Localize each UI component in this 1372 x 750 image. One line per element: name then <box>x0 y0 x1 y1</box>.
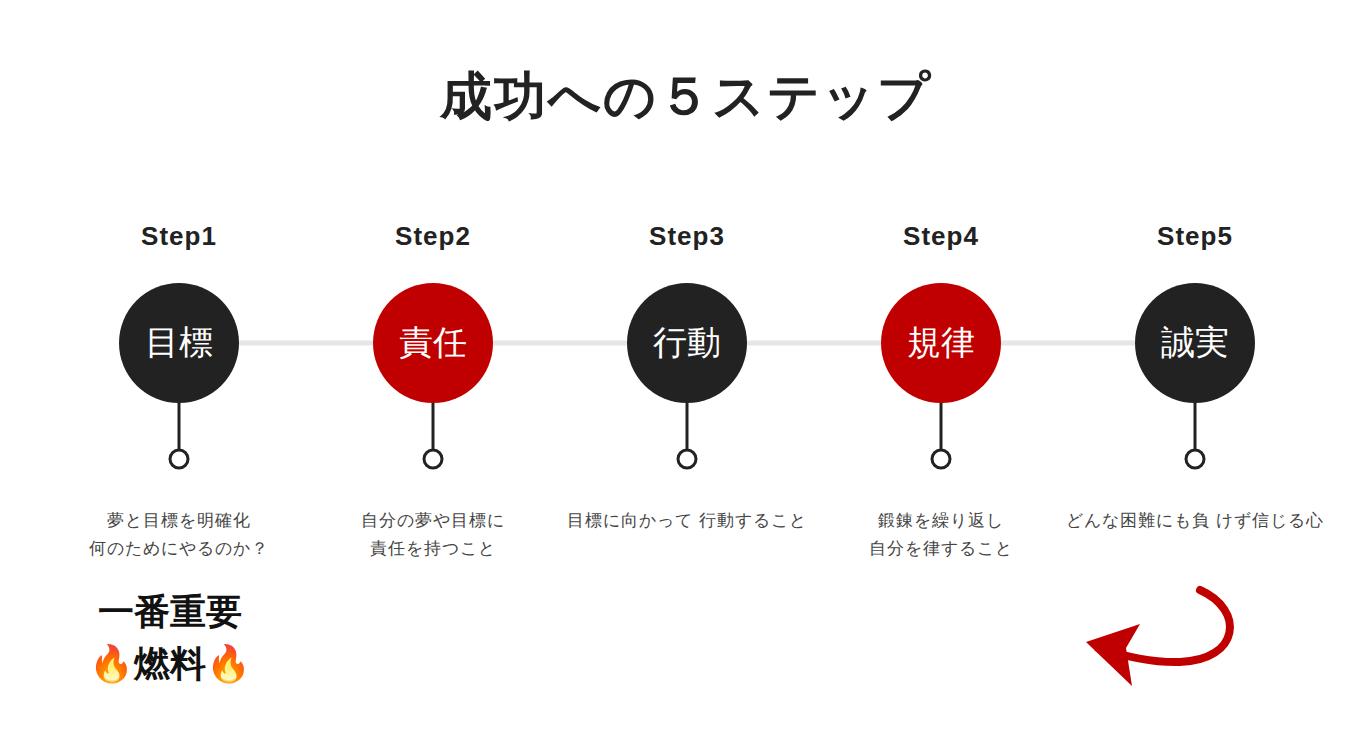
step-heading: Step2 <box>313 221 553 252</box>
step-name: 責任 <box>399 320 467 366</box>
step-heading: Step4 <box>821 221 1061 252</box>
stem-line <box>178 403 181 450</box>
step-name: 行動 <box>653 320 721 366</box>
step-description: 鍛錬を繰り返し 自分を律すること <box>811 506 1071 562</box>
step-name: 目標 <box>145 320 213 366</box>
step-circle: Step4規律鍛錬を繰り返し 自分を律すること <box>881 283 1001 403</box>
step-circle: Step1目標夢と目標を明確化 何のためにやるのか？ <box>119 283 239 403</box>
step-description: 目標に向かって 行動すること <box>557 506 817 534</box>
note-label: 一番重要 <box>98 588 242 637</box>
stem-dot <box>678 450 696 468</box>
timeline-line <box>1001 341 1135 346</box>
step-circle: Step3行動目標に向かって 行動すること <box>627 283 747 403</box>
step-description: どんな困難にも負 けず信じる心 <box>1065 506 1325 534</box>
diagram-title: 成功への５ステップ <box>0 62 1372 132</box>
step-circle: Step2責任自分の夢や目標に 責任を持つこと <box>373 283 493 403</box>
timeline-line <box>239 341 373 346</box>
step-heading: Step5 <box>1075 221 1315 252</box>
stem-group <box>170 403 1204 468</box>
stem-dot <box>932 450 950 468</box>
stem-line <box>940 403 943 450</box>
stem-line <box>432 403 435 450</box>
step-name: 規律 <box>907 320 975 366</box>
step-description: 夢と目標を明確化 何のためにやるのか？ <box>49 506 309 562</box>
stem-dot <box>170 450 188 468</box>
arrow-head <box>1086 624 1140 686</box>
step-heading: Step1 <box>59 221 299 252</box>
stem-line <box>686 403 689 450</box>
step-name: 誠実 <box>1161 320 1229 366</box>
stem-dot <box>424 450 442 468</box>
timeline-line <box>493 341 627 346</box>
step-circle: Step5誠実どんな困難にも負 けず信じる心 <box>1135 283 1255 403</box>
stem-dot <box>1186 450 1204 468</box>
step-heading: Step3 <box>567 221 807 252</box>
step-description: 自分の夢や目標に 責任を持つこと <box>303 506 563 562</box>
note-label: 🔥燃料🔥 <box>89 640 251 689</box>
stem-line <box>1194 403 1197 450</box>
timeline-line <box>747 341 881 346</box>
